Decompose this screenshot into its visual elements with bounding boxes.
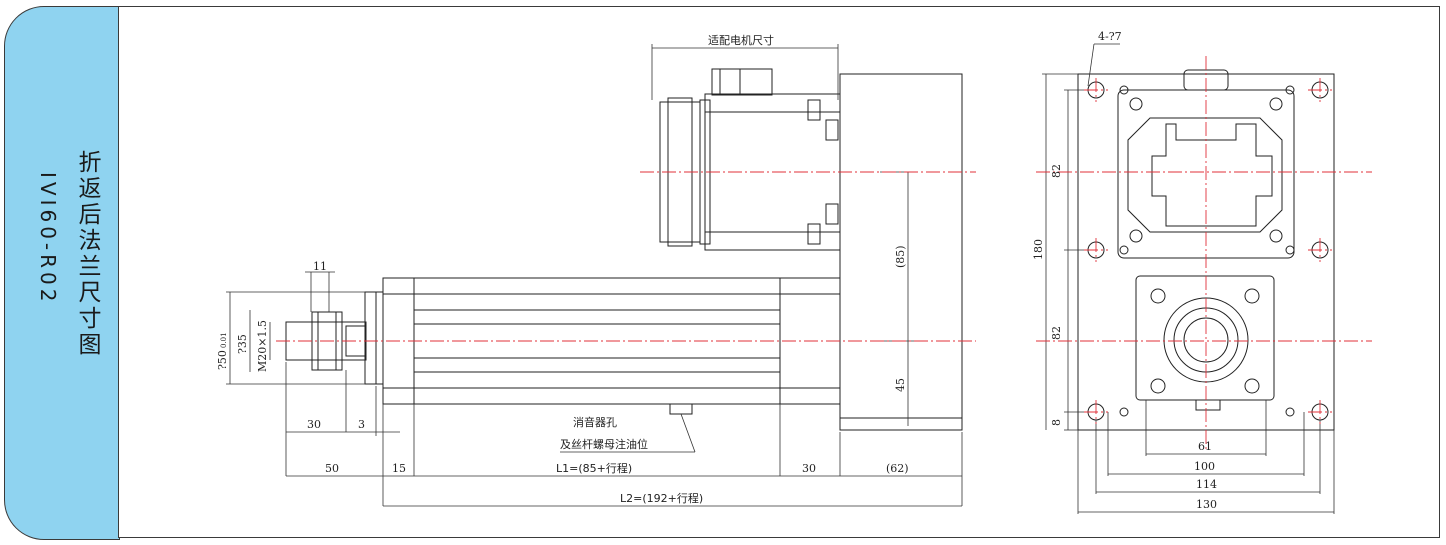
drawing-area	[118, 6, 1440, 538]
dim-dia50-tol: 0.01	[220, 332, 228, 348]
dim-61: 61	[1198, 440, 1212, 453]
dim-L1: L1=(85+行程)	[556, 462, 632, 475]
dim-8: 8	[1050, 419, 1063, 426]
dim-m20: M20×1.5	[256, 320, 269, 372]
dim-3: 3	[358, 418, 365, 431]
motor-size-label: 适配电机尺寸	[708, 33, 774, 47]
dim-45: 45	[894, 378, 907, 392]
dim-82-top: 82	[1050, 164, 1063, 178]
dim-15: 15	[392, 462, 406, 475]
dim-62: (62)	[886, 462, 909, 475]
model-number: IVI60-R02	[36, 172, 60, 306]
dim-50: 50	[325, 462, 339, 475]
dim-dia50: ?50	[216, 350, 229, 370]
hole-callout: 4-?7	[1098, 30, 1122, 43]
sheet-title: 折返后法兰尺寸图	[74, 150, 100, 358]
dim-85: (85)	[894, 245, 907, 268]
center-lines	[276, 56, 1372, 452]
note-line-1: 消音器孔	[573, 415, 617, 429]
dim-100: 100	[1194, 460, 1215, 473]
dim-130: 130	[1196, 498, 1217, 511]
return-housing	[839, 73, 963, 431]
dim-L2: L2=(192+行程)	[620, 492, 703, 505]
dim-114: 114	[1196, 478, 1217, 491]
dim-11: 11	[313, 260, 327, 273]
actuator-body	[364, 277, 841, 415]
dim-30-housing: 30	[802, 462, 816, 475]
dim-30-rod: 30	[307, 418, 321, 431]
motor-body	[659, 68, 841, 251]
side-tab	[4, 6, 120, 540]
dim-dia35: ?35	[236, 334, 249, 354]
dim-82-bottom: 82	[1050, 326, 1063, 340]
note-line-2: 及丝杆螺母注油位	[560, 437, 648, 451]
dim-180: 180	[1032, 239, 1045, 260]
